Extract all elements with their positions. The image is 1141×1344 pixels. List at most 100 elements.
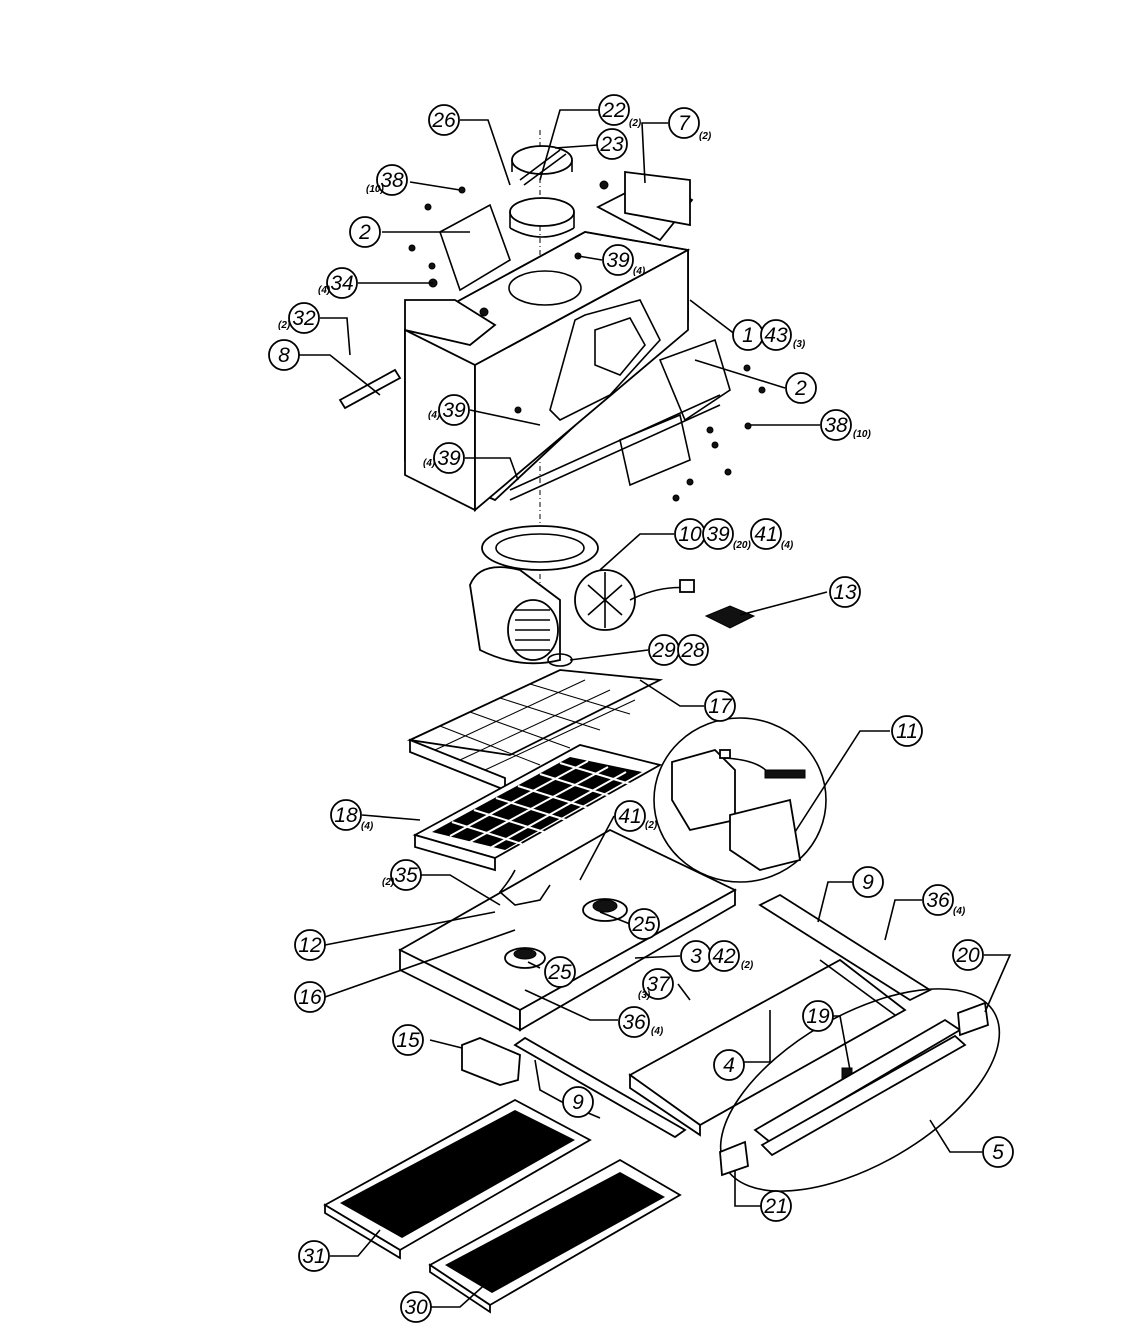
callout-c16: 16 <box>294 981 326 1013</box>
callout-number: 15 <box>396 1029 420 1052</box>
callout-number: 10 <box>678 523 702 546</box>
callout-quantity: (4) <box>361 821 374 832</box>
callout-circle <box>704 690 736 722</box>
callout-circle <box>785 372 817 404</box>
callout-c39d: 39(20) <box>702 518 751 551</box>
callout-c25b: 25 <box>544 956 576 988</box>
callout-circle <box>618 1006 650 1038</box>
side-plate-right <box>619 338 731 487</box>
callout-circle <box>760 319 792 351</box>
callout-c42: 42(2) <box>708 940 754 972</box>
callout-circle <box>330 799 362 831</box>
lower-panel <box>628 958 907 1137</box>
callout-quantity: (10) <box>853 429 871 440</box>
callout-c39b: 39(4) <box>428 394 470 426</box>
callout-c5: 5 <box>982 1136 1014 1168</box>
callout-circle <box>677 634 709 666</box>
callout-quantity: (10) <box>366 184 384 195</box>
callout-circle <box>349 216 381 248</box>
bracket-top-left <box>404 299 497 346</box>
callout-circle <box>708 940 740 972</box>
control-part-13 <box>704 605 756 629</box>
callout-number: 9 <box>862 871 874 894</box>
callout-c10: 10 <box>674 518 706 550</box>
callout-number: 29 <box>651 639 676 662</box>
callout-number: 2 <box>358 221 371 244</box>
callout-circle <box>713 1049 745 1081</box>
callout-c41b: 41 (2) <box>614 800 658 832</box>
callout-quantity: (2) <box>741 960 754 971</box>
callout-circle <box>598 94 630 126</box>
callout-quantity: (4) <box>953 906 966 917</box>
callout-circle <box>702 518 734 550</box>
callout-number: 13 <box>833 581 857 604</box>
callout-circle <box>852 866 884 898</box>
callout-number: 7 <box>678 112 691 135</box>
callout-c20: 20 <box>952 939 984 971</box>
callout-circle <box>891 715 923 747</box>
callout-circle <box>820 409 852 441</box>
callout-circle <box>294 981 326 1013</box>
callout-number: 20 <box>955 944 980 967</box>
callout-quantity: (4) <box>428 410 441 421</box>
callout-circle <box>596 128 628 160</box>
callout-number: 12 <box>298 934 322 957</box>
callout-number: 36 <box>926 889 950 912</box>
callout-circle <box>376 164 408 196</box>
callout-number: 41 <box>618 805 641 828</box>
callout-c11: 11 <box>891 715 923 747</box>
rail-9-top <box>758 893 932 1002</box>
blower-assembly <box>469 525 695 667</box>
callout-circle <box>390 859 422 891</box>
callout-c17: 17 <box>704 690 736 722</box>
callout-number: 22 <box>601 99 626 122</box>
bottom-chassis <box>398 828 737 1032</box>
callout-circle <box>602 244 634 276</box>
callout-number: 39 <box>606 249 630 272</box>
block-part-15 <box>461 1037 521 1086</box>
callout-number: 39 <box>437 447 461 470</box>
charcoal-filter <box>412 744 663 872</box>
callout-c1: 1 <box>732 319 764 351</box>
callout-c36a: 36(4) <box>922 884 966 917</box>
callout-circle <box>562 1086 594 1118</box>
callout-number: 35 <box>394 864 418 887</box>
callout-number: 23 <box>599 133 624 156</box>
callout-circle <box>802 1000 834 1032</box>
callout-number: 21 <box>763 1195 787 1218</box>
callout-circle <box>392 1024 424 1056</box>
callout-c12: 12 <box>294 929 326 961</box>
callout-number: 38 <box>380 169 404 192</box>
callout-c21: 21 <box>760 1190 792 1222</box>
callout-quantity: (2) <box>645 820 658 831</box>
callout-quantity: (4) <box>781 540 794 551</box>
parts-drawing <box>296 109 1012 1314</box>
callout-circle <box>268 339 300 371</box>
callout-quantity: (2) <box>382 877 395 888</box>
callout-number: 3 <box>690 945 702 968</box>
callout-c35: 35(2) <box>382 859 422 891</box>
callout-number: 31 <box>302 1245 325 1268</box>
callout-c9b: 9 <box>562 1086 594 1118</box>
callout-c13: 13 <box>829 576 861 608</box>
callout-c32: 32(2) <box>278 302 320 334</box>
callout-number: 25 <box>547 961 572 984</box>
callout-circle <box>544 956 576 988</box>
callout-circle <box>642 968 674 1000</box>
callout-circle <box>288 302 320 334</box>
duct-collar-upper <box>511 145 573 186</box>
bracket-top-right <box>596 170 694 242</box>
callout-c15: 15 <box>392 1024 424 1056</box>
callout-quantity: (4) <box>633 266 646 277</box>
callout-c2a: 2 <box>349 216 381 248</box>
callout-c36b: 36(4) <box>618 1006 664 1038</box>
callout-number: 32 <box>292 307 316 330</box>
callout-c2b: 2 <box>785 372 817 404</box>
callout-quantity: (4) <box>423 458 436 469</box>
callout-c22: 22(2) <box>598 94 642 129</box>
callout-circle <box>400 1291 432 1323</box>
callout-number: 11 <box>896 720 918 743</box>
callout-circle <box>982 1136 1014 1168</box>
callout-number: 17 <box>708 695 733 718</box>
